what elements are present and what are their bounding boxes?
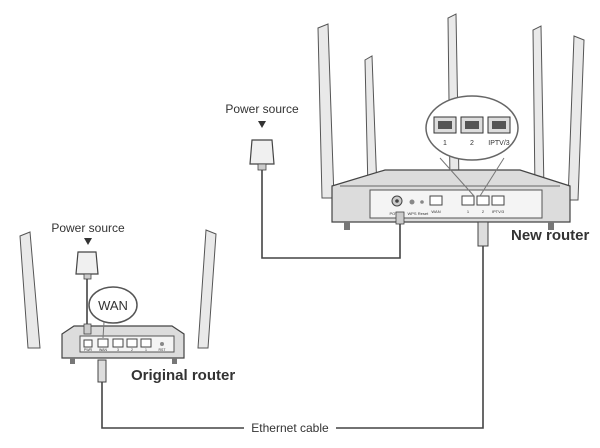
ethernet-cable-label: Ethernet cable — [251, 421, 329, 435]
original-router-label: Original router — [131, 367, 235, 384]
original-router-antennas — [19, 229, 217, 349]
power-plug — [395, 211, 405, 225]
zoom-port-label: IPTV/3 — [488, 140, 510, 147]
antenna — [364, 55, 378, 191]
antenna — [317, 23, 335, 199]
port-label-lan2: 2 — [131, 348, 133, 352]
antenna — [567, 35, 585, 201]
antenna — [19, 231, 41, 349]
wan-bubble — [88, 286, 138, 324]
power-adapter-icon — [249, 139, 275, 165]
iptv-port — [491, 195, 505, 206]
zoom-port-label: 2 — [470, 140, 474, 147]
orig-wan-port — [97, 338, 109, 348]
power-plug — [83, 323, 92, 335]
orig-lan3-port — [112, 338, 124, 348]
power-cable — [261, 170, 401, 259]
orig-lan1-port — [140, 338, 152, 348]
antenna — [197, 229, 217, 349]
ethernet-plug-new — [477, 221, 489, 247]
power-source-label: Power source — [51, 221, 125, 235]
lan1-port — [461, 195, 475, 206]
port-zoom-callout: 1 2 IPTV/3 — [425, 95, 519, 197]
port-label-reset: Reset — [418, 211, 429, 216]
orig-lan2-port — [126, 338, 138, 348]
port-label-lan1: 1 — [145, 348, 147, 352]
port-label-wps: WPS — [407, 211, 416, 216]
port-label-lan1: 1 — [467, 209, 470, 214]
power-source-label: Power source — [225, 102, 299, 116]
ethernet-plug-original — [97, 359, 107, 383]
arrow-down-icon — [84, 238, 92, 245]
original-power-source: Power source — [51, 221, 125, 335]
port-label-rst: RST — [159, 348, 167, 352]
port-label-lan2: 2 — [482, 209, 485, 214]
port-label-iptv: IPTV/3 — [492, 209, 505, 214]
new-router-label: New router — [511, 227, 590, 244]
zoom-port-label: 1 — [443, 140, 447, 147]
arrow-down-icon — [258, 121, 266, 128]
wan-label: WAN — [98, 298, 128, 313]
port-label-lan3: 3 — [117, 348, 119, 352]
orig-reset-button — [160, 342, 164, 346]
port-label-wan: WAN — [99, 348, 108, 352]
port-label-pwr: PWR — [84, 348, 93, 352]
pwr-port — [83, 339, 93, 348]
lan2-port — [476, 195, 490, 206]
new-power-source: Power source — [225, 102, 405, 259]
reset-button — [420, 200, 424, 204]
power-adapter-icon — [75, 251, 99, 275]
wan-port — [429, 195, 443, 206]
port-label-wan: WAN — [431, 209, 440, 214]
wps-button — [409, 199, 415, 205]
original-router: PWR WAN 3 2 1 RST — [19, 229, 217, 364]
antenna — [532, 25, 545, 191]
wan-callout: WAN — [88, 286, 138, 339]
ethernet-cable: Ethernet cable — [97, 221, 489, 435]
